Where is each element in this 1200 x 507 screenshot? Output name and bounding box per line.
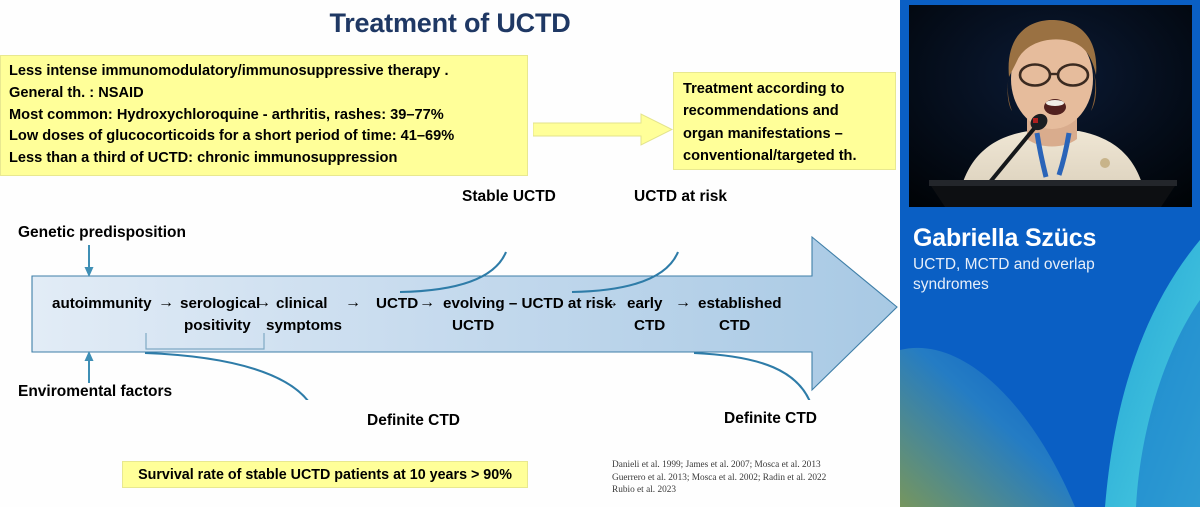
- treatment-summary-box: Less intense immunomodulatory/immunosupp…: [0, 55, 528, 176]
- treatment-line: Low doses of glucocorticoids for a short…: [9, 128, 455, 145]
- reference-line: Guerrero et al. 2013; Mosca et al. 2002;…: [612, 472, 827, 483]
- reference-line: Rubio et al. 2023: [612, 485, 677, 496]
- recommendation-line: conventional/targeted th.: [683, 147, 857, 164]
- survival-rate-box: Survival rate of stable UCTD patients at…: [122, 461, 528, 488]
- yellow-right-arrow-icon: [533, 113, 673, 146]
- treatment-line: General th. : NSAID: [9, 84, 144, 101]
- slide-area: Treatment of UCTD Less intense immunomod…: [0, 8, 898, 497]
- label-genetic-predisposition: Genetic predisposition: [18, 224, 186, 241]
- label-environmental-factors: Enviromental factors: [18, 383, 173, 400]
- disease-progression-arrow: [31, 235, 898, 400]
- treatment-line: Most common: Hydroxychloroquine - arthri…: [9, 106, 444, 123]
- recommendation-box: Treatment according to recommendations a…: [673, 72, 896, 170]
- speaker-video-still-icon: [909, 5, 1192, 207]
- page-title: Treatment of UCTD: [329, 8, 571, 38]
- speaker-name: Gabriella Szücs: [913, 224, 1097, 252]
- speaker-video[interactable]: [909, 5, 1192, 207]
- reference-line: Danieli et al. 1999; James et al. 2007; …: [612, 460, 821, 470]
- speaker-panel: Gabriella Szücs UCTD, MCTD and overlap s…: [900, 0, 1200, 507]
- label-stable-uctd: Stable UCTD: [462, 188, 556, 205]
- recommendation-line: Treatment according to: [683, 81, 845, 97]
- speaker-topic: UCTD, MCTD and overlap syndromes: [913, 256, 1095, 293]
- label-definite-ctd-left: Definite CTD: [367, 412, 460, 429]
- recommendation-line: recommendations and: [683, 103, 839, 120]
- recommendation-line: organ manifestations –: [683, 125, 843, 142]
- label-uctd-at-risk: UCTD at risk: [634, 188, 728, 205]
- treatment-line: Less than a third of UCTD: chronic immun…: [9, 150, 398, 167]
- treatment-line: Less intense immunomodulatory/immunosupp…: [9, 63, 449, 79]
- references-block: Danieli et al. 1999; James et al. 2007; …: [612, 459, 892, 497]
- label-definite-ctd-right: Definite CTD: [724, 410, 817, 427]
